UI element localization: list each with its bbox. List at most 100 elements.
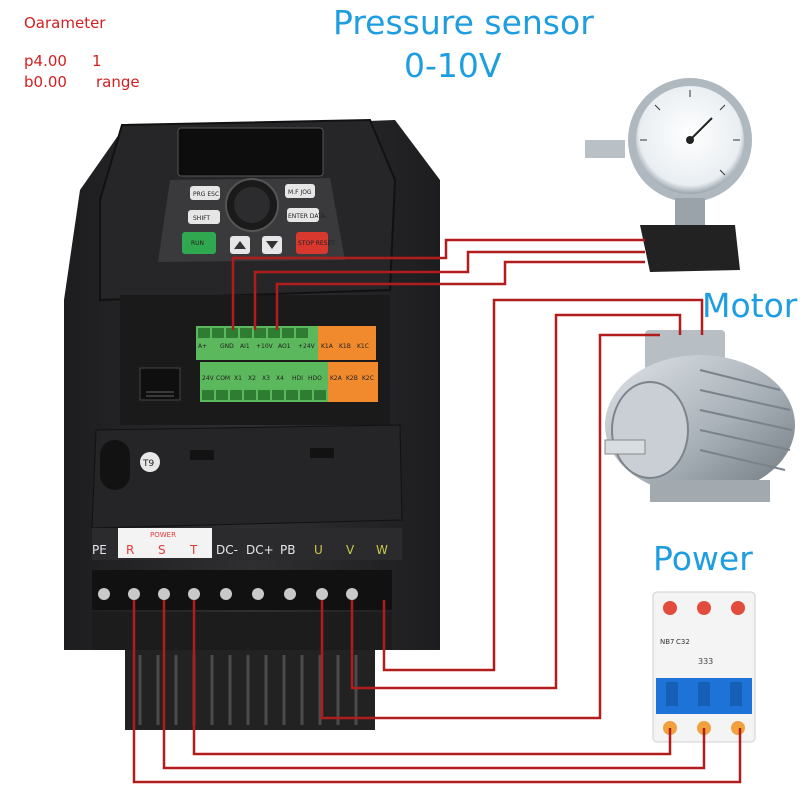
power-wire-s bbox=[162, 600, 706, 770]
knob-center-icon bbox=[234, 187, 270, 223]
terminal-label: X3 bbox=[262, 375, 270, 382]
power-header-text: POWER bbox=[150, 531, 176, 539]
motor-wire-v bbox=[350, 313, 682, 690]
breaker-bottom-screw-icon bbox=[731, 721, 745, 735]
motor-end-shield bbox=[611, 381, 689, 479]
terminal-label: +10V bbox=[256, 343, 274, 350]
motor-wire-w bbox=[382, 298, 704, 672]
breaker-model: NB7 bbox=[660, 638, 675, 646]
screw-icon bbox=[284, 588, 296, 600]
screw-icon bbox=[158, 588, 170, 600]
terminal-label: +24V bbox=[298, 343, 316, 350]
terminal-dc-minus-label: DC- bbox=[216, 543, 238, 557]
screw-icon bbox=[252, 588, 264, 600]
terminal-label: X4 bbox=[276, 375, 284, 382]
sensor-wire-ai1 bbox=[253, 250, 645, 330]
stop-reset-label: STOP RESET bbox=[298, 240, 335, 247]
vent-slot bbox=[310, 448, 334, 458]
motor-label: Motor bbox=[702, 286, 798, 325]
power-input-label-bg bbox=[118, 528, 212, 558]
breaker-code: 333 bbox=[698, 657, 713, 666]
cover-slot bbox=[100, 440, 130, 490]
param-code-1: p4.00 bbox=[24, 52, 67, 70]
motor-shaft bbox=[604, 439, 646, 455]
stop-reset-button[interactable] bbox=[296, 232, 328, 254]
terminal-label: K1B bbox=[339, 343, 351, 350]
sensor-wire-10v bbox=[275, 260, 645, 330]
orange-terminal-block-top bbox=[318, 326, 376, 360]
terminal-label: COM bbox=[216, 375, 230, 382]
cover-mark-badge bbox=[140, 452, 160, 472]
sensor-title: Pressure sensor bbox=[333, 3, 594, 42]
heatsink bbox=[125, 650, 375, 730]
vent-slot bbox=[190, 450, 214, 460]
terminal-w-label: W bbox=[376, 543, 388, 557]
gauge-needle-icon bbox=[689, 117, 713, 141]
terminal-label: K1C bbox=[357, 343, 369, 350]
breaker-top-screw-icon bbox=[697, 601, 711, 615]
terminal-dc-plus-label: DC+ bbox=[246, 543, 274, 557]
param-value-1: 1 bbox=[92, 52, 102, 70]
sensor-wire-gnd bbox=[231, 238, 645, 330]
screw-icon bbox=[316, 588, 328, 600]
param-code-2: b0.00 bbox=[24, 73, 67, 91]
rj45-port bbox=[139, 367, 181, 401]
terminal-label: HDI bbox=[292, 375, 303, 382]
sensor-range: 0-10V bbox=[404, 46, 502, 85]
inverter-drive: PRG ESC M.F JOG SHIFT ENTER DATA RUN STO… bbox=[64, 118, 440, 730]
electric-motor bbox=[604, 330, 795, 502]
terminal-label: A+ bbox=[198, 343, 207, 350]
pressure-sensor bbox=[585, 78, 752, 272]
terminal-v-label: V bbox=[346, 543, 355, 557]
enter-data-button[interactable] bbox=[287, 208, 319, 222]
circuit-breaker: NB7 C32 333 bbox=[652, 591, 756, 743]
terminal-label: K2C bbox=[362, 375, 374, 382]
terminal-label: AI1 bbox=[240, 343, 250, 350]
gauge-inlet bbox=[585, 140, 625, 158]
run-button[interactable] bbox=[182, 232, 216, 254]
multi-function-label: M.F JOG bbox=[288, 189, 312, 196]
multi-function-button[interactable] bbox=[285, 184, 315, 198]
screw-icon bbox=[128, 588, 140, 600]
screw-icon bbox=[188, 588, 200, 600]
power-wire-r bbox=[132, 600, 742, 784]
display-window bbox=[177, 127, 324, 177]
terminal-label: K2A bbox=[330, 375, 343, 382]
power-screw-terminals bbox=[92, 570, 392, 610]
terminal-label: K1A bbox=[321, 343, 334, 350]
terminal-label: AO1 bbox=[278, 343, 291, 350]
motor-feet bbox=[650, 480, 770, 502]
shift-button[interactable] bbox=[188, 210, 220, 224]
terminal-pb-label: PB bbox=[280, 543, 295, 557]
terminal-r-label: R bbox=[126, 543, 134, 557]
screw-icon bbox=[346, 588, 358, 600]
screw-icon bbox=[98, 588, 110, 600]
control-terminal-top-row: A+ GND AI1 +10V AO1 +24V K1A K1B K1C bbox=[196, 326, 376, 360]
terminal-u-label: U bbox=[314, 543, 323, 557]
run-label: RUN bbox=[191, 240, 204, 247]
power-wire-t bbox=[192, 600, 672, 756]
breaker-rating: C32 bbox=[676, 638, 690, 646]
lower-cover bbox=[92, 612, 392, 650]
terminal-label: GND bbox=[220, 343, 234, 350]
wires bbox=[132, 238, 742, 784]
motor-wire-u bbox=[320, 333, 660, 720]
front-cover bbox=[91, 424, 403, 529]
terminal-s-label: S bbox=[158, 543, 166, 557]
terminal-label: 24V bbox=[202, 375, 215, 382]
terminal-label: X1 bbox=[234, 375, 242, 382]
breaker-top-screw-icon bbox=[663, 601, 677, 615]
control-terminal-bottom-row: 24V COM X1 X2 X3 X4 HDI HDO K2A K2B K2C bbox=[200, 362, 378, 402]
cover-mark-text: T9 bbox=[142, 459, 154, 469]
up-arrow-icon bbox=[234, 241, 246, 249]
prog-esc-button[interactable] bbox=[190, 186, 220, 200]
orange-terminal-block-bottom bbox=[328, 362, 378, 402]
terminal-label: HDO bbox=[308, 375, 322, 382]
gauge-stem bbox=[675, 198, 705, 228]
parameter-heading: Oarameter bbox=[24, 14, 106, 32]
shift-label: SHIFT bbox=[193, 215, 210, 222]
terminal-label: K2B bbox=[346, 375, 358, 382]
power-label: Power bbox=[653, 539, 753, 578]
sensor-connector bbox=[640, 225, 740, 272]
